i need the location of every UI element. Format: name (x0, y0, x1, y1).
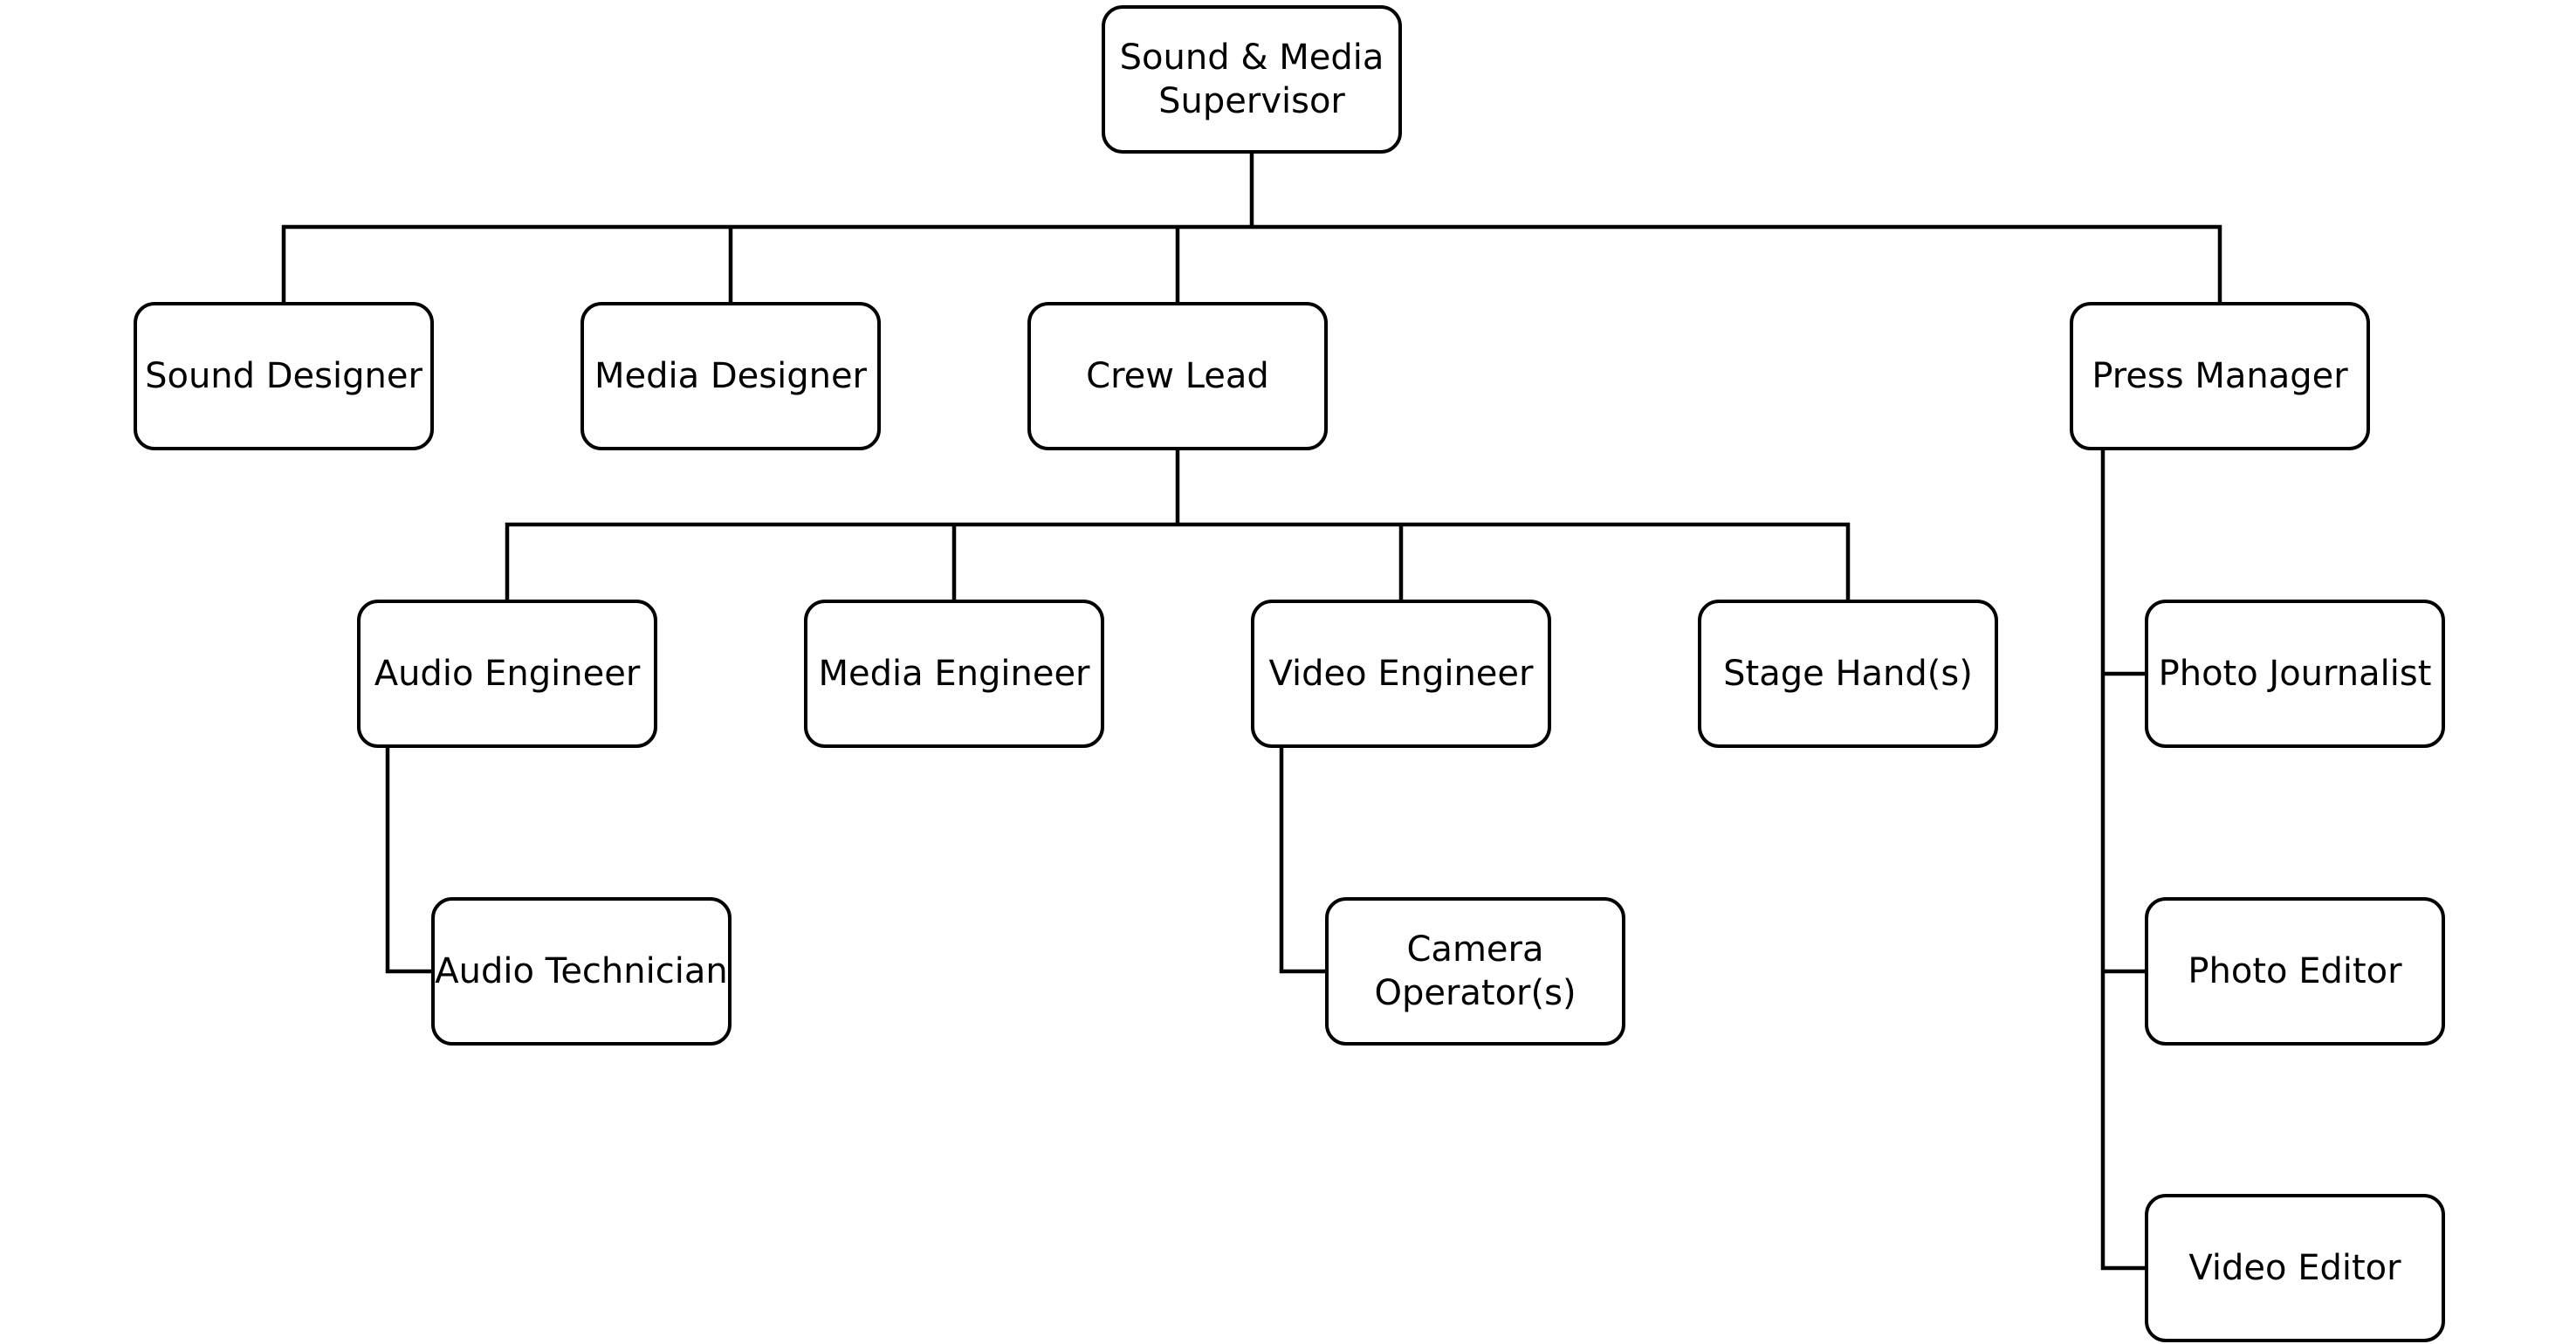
node-label: Audio Engineer (374, 654, 641, 694)
node-label: Video Editor (2188, 1248, 2401, 1288)
node-audio-engineer: Audio Engineer (357, 600, 657, 748)
node-label: Photo Editor (2188, 951, 2402, 991)
node-label: Video Engineer (1268, 654, 1534, 694)
node-stage-hands: Stage Hand(s) (1698, 600, 1998, 748)
connector-crew-bus (505, 448, 1851, 602)
node-label: Camera Operator(s) (1374, 929, 1577, 1013)
connector-camera (1279, 745, 1328, 974)
node-photo-editor: Photo Editor (2145, 897, 2445, 1046)
node-label: Sound & Media Supervisor (1119, 38, 1384, 121)
node-label: Media Designer (594, 356, 867, 396)
node-press-manager: Press Manager (2070, 302, 2370, 450)
node-camera-operators: Camera Operator(s) (1325, 897, 1625, 1046)
node-label: Crew Lead (1086, 356, 1269, 396)
node-label: Photo Journalist (2158, 654, 2432, 694)
connector-audio-tech (385, 745, 434, 974)
node-video-editor: Video Editor (2145, 1194, 2445, 1342)
node-crew-lead: Crew Lead (1027, 302, 1328, 450)
connector-root-bus (281, 151, 2222, 305)
node-label: Audio Technician (435, 951, 728, 991)
node-media-engineer: Media Engineer (804, 600, 1104, 748)
node-label: Sound Designer (145, 356, 422, 396)
node-label: Press Manager (2092, 356, 2348, 396)
node-audio-technician: Audio Technician (431, 897, 732, 1046)
connector-press-bus (2100, 448, 2147, 1271)
node-sound-designer: Sound Designer (134, 302, 434, 450)
node-label: Stage Hand(s) (1723, 654, 1973, 694)
node-sound-media-supervisor: Sound & Media Supervisor (1102, 5, 1402, 154)
node-media-designer: Media Designer (580, 302, 881, 450)
node-video-engineer: Video Engineer (1251, 600, 1551, 748)
node-label: Media Engineer (818, 654, 1090, 694)
node-photo-journalist: Photo Journalist (2145, 600, 2445, 748)
